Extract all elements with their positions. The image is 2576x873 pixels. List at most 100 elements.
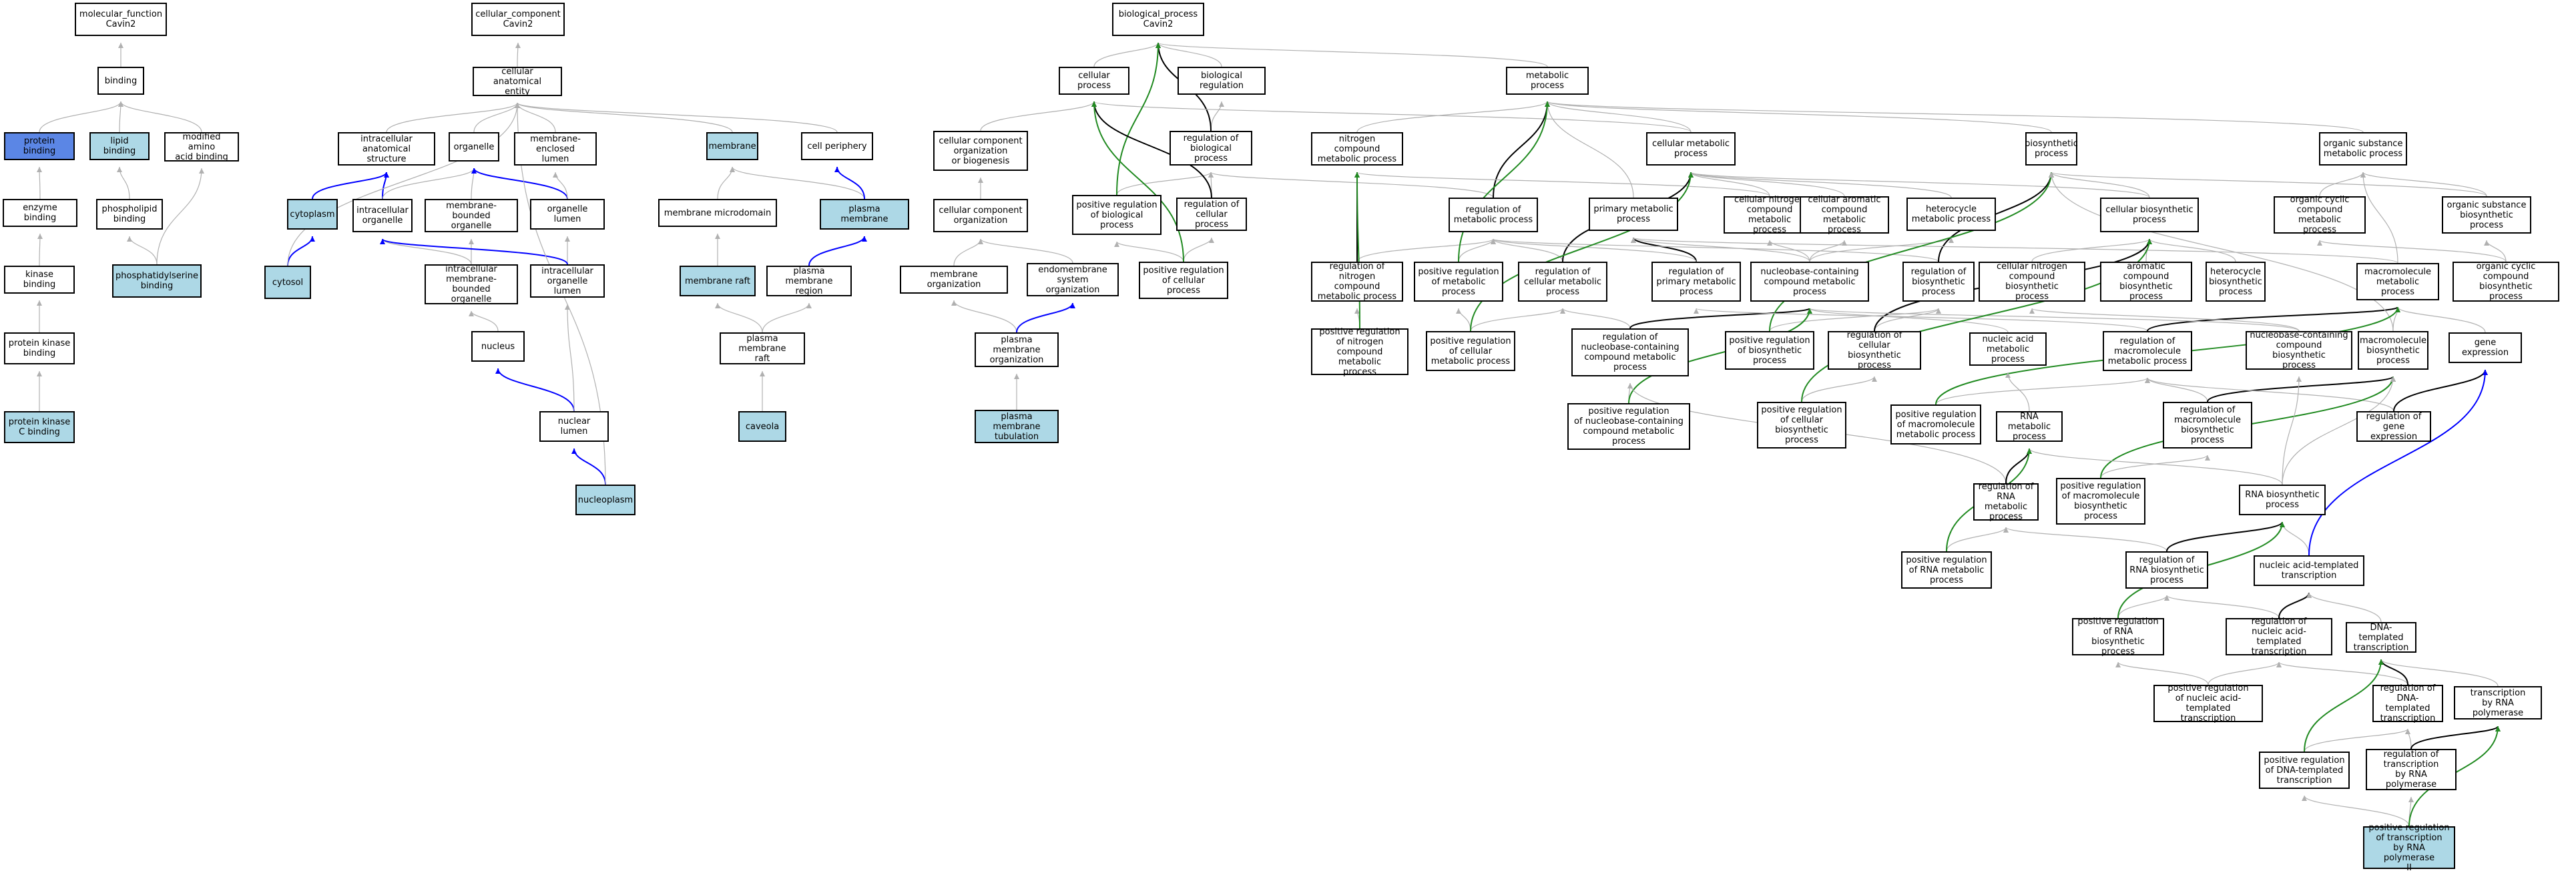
edge-is-a — [1809, 240, 1847, 262]
node-caveola: caveola — [738, 411, 786, 442]
node-pos-reg-macro-mp: positive regulation of macromolecule met… — [1890, 404, 1981, 445]
edge-is-a — [1208, 172, 1494, 198]
edge-is-a — [1807, 308, 2009, 333]
edge-is-a — [1458, 238, 1496, 262]
edge-is-a — [1694, 308, 2148, 332]
edge-is-a — [2484, 240, 2507, 262]
edge-part-of — [471, 168, 568, 200]
node-kinase-binding: kinase binding — [4, 266, 75, 294]
node-reg-primary-mp: regulation of primary metabolic process — [1651, 262, 1741, 302]
node-pos-reg-biosyn: positive regulation of biosynthetic proc… — [1725, 331, 1814, 370]
node-pos-reg-rna-mp: positive regulation of RNA metabolic pro… — [1901, 551, 1992, 589]
node-cytoplasm: cytoplasm — [287, 199, 338, 230]
edge-is-a — [1093, 42, 1161, 67]
edge-is-a — [1183, 237, 1214, 262]
edge-is-a — [730, 166, 865, 200]
node-cell-periphery: cell periphery — [801, 132, 873, 160]
node-metabolic-process: metabolic process — [1506, 67, 1589, 95]
node-intra-organelle: intracellular organelle — [352, 199, 413, 232]
edge-is-a — [1560, 308, 1631, 329]
edge-is-a — [1545, 101, 1692, 133]
edge-is-a — [2276, 661, 2408, 685]
edge-is-a — [1116, 172, 1214, 196]
edge-is-a — [2145, 377, 2394, 412]
edge-is-a — [2395, 306, 2486, 333]
edge-is-a — [1801, 376, 1877, 402]
node-pm-org: plasma membrane organization — [975, 332, 1059, 367]
edge-part-of — [287, 236, 315, 266]
node-heterocycle-bp: heterocycle biosynthetic process — [2206, 262, 2266, 302]
node-nuclear-lumen: nuclear lumen — [539, 411, 609, 442]
edge-positively-regulates — [2304, 659, 2384, 752]
node-pos-reg-mp: positive regulation of metabolic process — [1414, 262, 1503, 302]
node-meo-lumen: membrane-enclosed lumen — [514, 132, 597, 166]
node-reg-cp: regulation of cellular process — [1176, 198, 1247, 231]
edge-is-a — [1091, 101, 1692, 133]
edge-is-a — [380, 238, 472, 265]
node-reg-bp: regulation of biological process — [1170, 131, 1252, 166]
edge-is-a — [1767, 240, 1810, 262]
edge-is-a — [515, 102, 733, 133]
edge-is-a — [1210, 101, 1224, 131]
node-occbp: organic cyclic compound biosynthetic pro… — [2453, 262, 2559, 302]
edge-is-a — [2049, 172, 2150, 198]
node-macro-biosyn: macromolecule biosynthetic process — [2358, 331, 2428, 370]
node-reg-macro-mp: regulation of macromolecule metabolic pr… — [2103, 331, 2192, 371]
edge-is-a — [1491, 238, 1939, 262]
edge-is-a — [717, 166, 735, 200]
node-phospholipid-binding: phospholipid binding — [96, 199, 163, 230]
node-pos-reg-ncmp: positive regulation of nitrogen compound… — [1311, 327, 1408, 377]
node-mf-root: molecular_function Cavin2 — [75, 3, 167, 36]
edge-is-a — [1631, 237, 1810, 262]
node-pos-reg-cell-biosyn: positive regulation of cellular biosynth… — [1757, 402, 1846, 449]
edge-is-a — [715, 302, 763, 333]
edge-is-a — [1688, 172, 2150, 198]
node-protein-binding: protein binding — [4, 132, 75, 160]
edge-is-a — [1545, 101, 1634, 198]
node-organelle-lumen: organelle lumen — [530, 199, 605, 230]
node-enzyme-binding: enzyme binding — [3, 199, 77, 227]
node-pkc-binding: protein kinase C binding — [4, 411, 75, 443]
node-osmp: organic substance metabolic process — [2319, 132, 2407, 166]
edge-is-a — [1688, 172, 1770, 197]
node-pm-tubulation: plasma membrane tubulation — [975, 410, 1059, 443]
edge-part-of — [1016, 302, 1075, 333]
edge-is-a — [553, 172, 568, 200]
node-cell-biosyn: cellular biosynthetic process — [2100, 198, 2199, 232]
edge-is-a — [1946, 527, 2009, 552]
node-pos-reg-nbcmp: positive regulation of nucleobase-contai… — [1567, 403, 1690, 450]
node-occmp: organic cyclic compound metabolic proces… — [2274, 195, 2366, 235]
edge-part-of — [380, 238, 568, 265]
node-heterocycle-mp: heterocycle metabolic process — [1906, 198, 1996, 231]
node-bp-root: biological_process Cavin2 — [1112, 3, 1204, 36]
node-cae: cellular anatomical entity — [473, 67, 562, 97]
edge-is-a — [2117, 595, 2169, 619]
edge-is-a — [2282, 376, 2396, 485]
node-reg-dna-templ-tx: regulation of DNA-templated transcriptio… — [2372, 683, 2443, 723]
edge-is-a — [2282, 376, 2302, 485]
edge-is-a — [2164, 595, 2280, 619]
edge-is-a — [953, 238, 983, 266]
edge-is-a — [2360, 172, 2487, 197]
edge-regulates — [1091, 101, 1212, 198]
node-acbp: aromatic compound biosynthetic process — [2100, 262, 2192, 302]
node-biosynthetic: biosynthetic process — [2025, 132, 2078, 166]
node-membrane-raft: membrane raft — [680, 266, 756, 296]
node-binding: binding — [97, 67, 144, 95]
edge-is-a — [2049, 172, 2487, 197]
node-pk-binding: protein kinase binding — [4, 332, 75, 364]
edge-is-a — [287, 102, 520, 266]
edge-positively-regulates — [1628, 308, 1812, 404]
node-reg-cmp: regulation of cellular metabolic process — [1518, 262, 1607, 302]
edge-is-a — [2147, 238, 2236, 262]
node-pm-region: plasma membrane region — [766, 266, 852, 296]
node-membrane-microdomain: membrane microdomain — [658, 199, 777, 227]
edge-is-a — [1631, 237, 2398, 264]
edge-is-a — [2304, 728, 2410, 752]
node-reg-rna-biosyn: regulation of RNA biosynthetic process — [2125, 551, 2208, 589]
edge-is-a — [2317, 240, 2507, 262]
edge-is-a — [2003, 527, 2167, 552]
node-na-templ-tx: nucleic acid-templated transcription — [2254, 555, 2364, 586]
edge-is-a — [469, 310, 499, 332]
node-bio-reg: biological regulation — [1178, 67, 1266, 95]
